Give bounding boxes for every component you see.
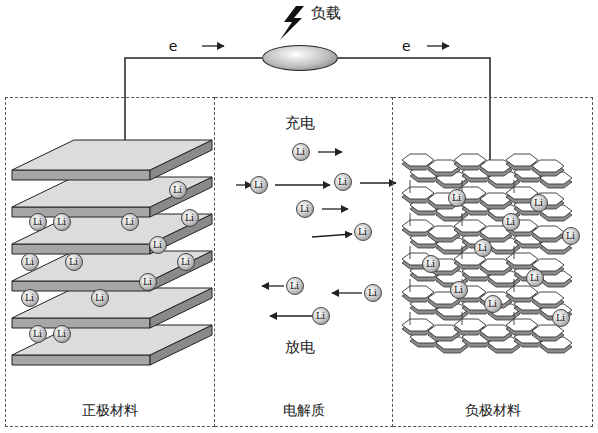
- ion-symbol: Li: [290, 281, 299, 291]
- electron-arrow: [202, 45, 224, 46]
- lithium-ion: Li: [292, 143, 310, 161]
- ion-symbol: Li: [426, 259, 435, 269]
- ion-symbol: Li: [57, 217, 66, 227]
- wire-connector: [125, 58, 262, 97]
- ion-symbol: Li: [556, 313, 565, 323]
- wire: [489, 97, 491, 160]
- lithium-ion: Li: [450, 281, 468, 299]
- region-label: 电解质: [215, 402, 392, 420]
- lithium-ion: Li: [21, 289, 39, 307]
- lithium-ion: Li: [250, 176, 268, 194]
- lithium-ion: Li: [149, 236, 167, 254]
- electron-label: e: [400, 38, 413, 54]
- ion-symbol: Li: [338, 177, 347, 187]
- lithium-ion: Li: [91, 289, 109, 307]
- cathode-layers: [12, 140, 212, 365]
- ion-symbol: Li: [566, 231, 575, 241]
- lithium-ion: Li: [286, 277, 304, 295]
- lithium-ion: Li: [181, 209, 199, 227]
- ion-symbol: Li: [57, 329, 66, 339]
- ion-symbol: Li: [454, 285, 463, 295]
- ion-symbol: Li: [368, 288, 377, 298]
- ion-symbol: Li: [181, 257, 190, 267]
- lithium-ion: Li: [29, 325, 47, 343]
- lithium-ion: Li: [562, 227, 580, 245]
- load-ellipse: 负载: [262, 45, 338, 71]
- lithium-ion: Li: [530, 194, 548, 212]
- lightning-bolt: [280, 6, 304, 40]
- electrode-region: 正极材料LiLiLiLiLiLiLiLiLiLiLiLiLiLi: [5, 97, 215, 427]
- ion-symbol: Li: [95, 293, 104, 303]
- lithium-ion: Li: [312, 307, 330, 325]
- region-label: 正极材料: [6, 402, 214, 420]
- lithium-ion: Li: [502, 213, 520, 231]
- lithium-ion: Li: [139, 273, 157, 291]
- lithium-ion: Li: [474, 239, 492, 257]
- electron-arrow: [427, 45, 449, 46]
- region-label: 负极材料: [393, 402, 592, 420]
- ion-arrows: [236, 152, 396, 316]
- ion-symbol: Li: [173, 185, 182, 195]
- ion-symbol: Li: [478, 243, 487, 253]
- ion-symbol: Li: [358, 227, 367, 237]
- ion-symbol: Li: [452, 193, 461, 203]
- ion-symbol: Li: [296, 147, 305, 157]
- process-label: 放电: [285, 338, 315, 357]
- ion-symbol: Li: [300, 204, 309, 214]
- ion-symbol: Li: [125, 217, 134, 227]
- lithium-ion: Li: [53, 325, 71, 343]
- ion-symbol: Li: [33, 329, 42, 339]
- ion-symbol: Li: [69, 257, 78, 267]
- lithium-ion: Li: [65, 253, 83, 271]
- ion-symbol: Li: [33, 217, 42, 227]
- ion-symbol: Li: [506, 217, 515, 227]
- ion-symbol: Li: [25, 293, 34, 303]
- wire-connector: [338, 58, 490, 97]
- lithium-ion: Li: [484, 295, 502, 313]
- lithium-ion: Li: [296, 200, 314, 218]
- ion-symbol: Li: [534, 198, 543, 208]
- lithium-ion: Li: [354, 223, 372, 241]
- lithium-ion: Li: [448, 189, 466, 207]
- lithium-ion: Li: [121, 213, 139, 231]
- lithium-ion: Li: [169, 181, 187, 199]
- ion-symbol: Li: [254, 180, 263, 190]
- anode-graphite: [402, 154, 572, 353]
- load-label: 负载: [311, 4, 341, 23]
- electrode-region: 负极材料LiLiLiLiLiLiLiLiLiLi: [393, 97, 593, 427]
- lithium-ion: Li: [334, 173, 352, 191]
- electron-label: e: [167, 38, 180, 54]
- lithium-ion: Li: [29, 213, 47, 231]
- ion-symbol: Li: [530, 273, 539, 283]
- ion-symbol: Li: [153, 240, 162, 250]
- lithium-ion: Li: [177, 253, 195, 271]
- ion-symbol: Li: [488, 299, 497, 309]
- lithium-ion: Li: [526, 269, 544, 287]
- ion-symbol: Li: [143, 277, 152, 287]
- electrode-region: 电解质LiLiLiLiLiLiLiLi: [215, 97, 393, 427]
- ion-symbol: Li: [25, 257, 34, 267]
- process-label: 充电: [285, 114, 315, 133]
- lithium-ion: Li: [552, 309, 570, 327]
- lithium-ion: Li: [422, 255, 440, 273]
- lithium-ion: Li: [53, 213, 71, 231]
- ion-symbol: Li: [185, 213, 194, 223]
- lithium-ion: Li: [21, 253, 39, 271]
- ion-symbol: Li: [316, 311, 325, 321]
- lithium-ion: Li: [364, 284, 382, 302]
